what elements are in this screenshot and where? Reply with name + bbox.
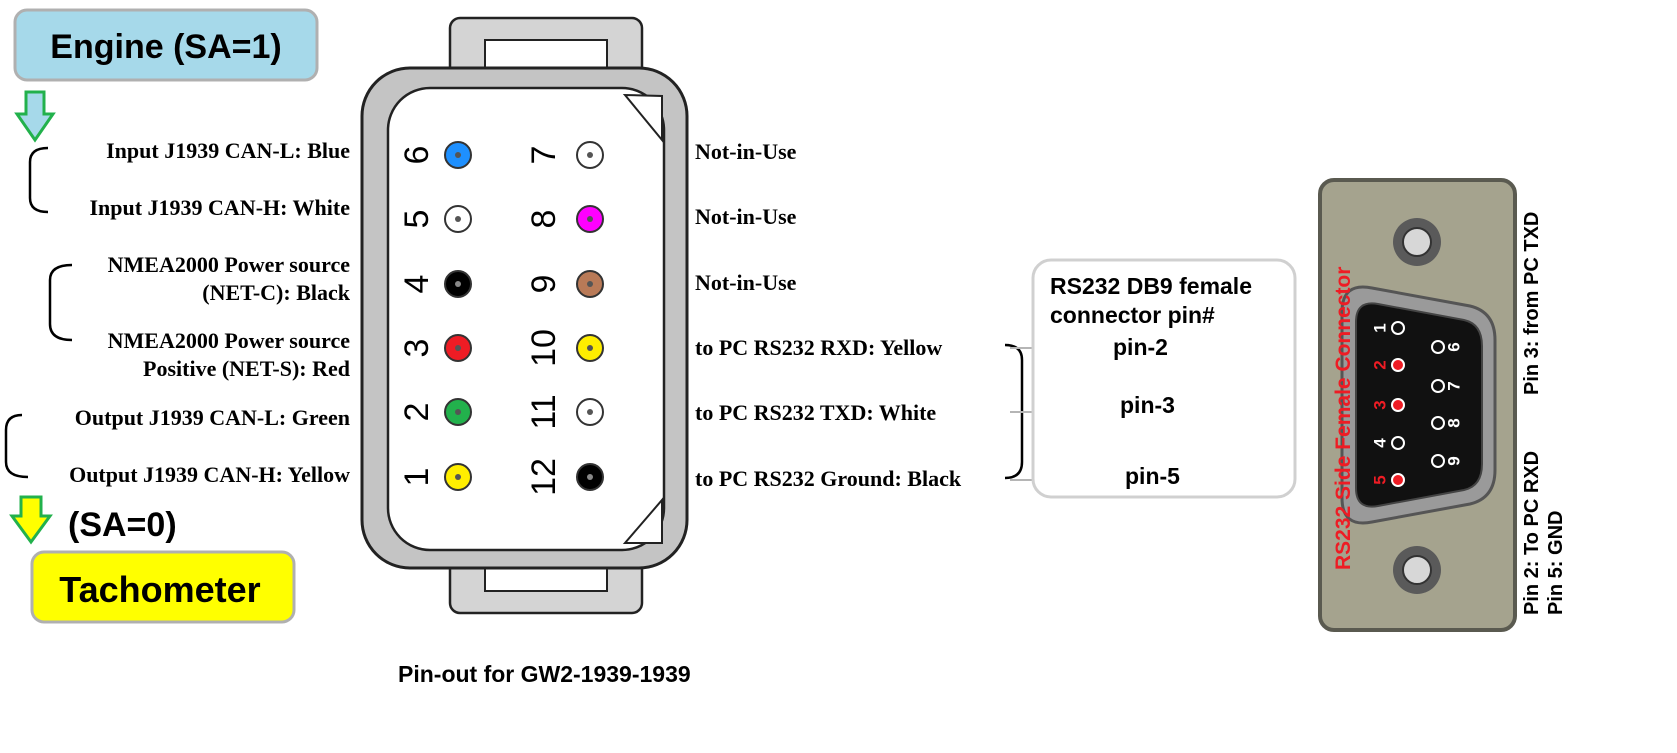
db9-title-line2: connector pin# (1050, 302, 1215, 328)
pin-number-8: 8 (525, 210, 563, 229)
pin-number-5: 5 (398, 210, 436, 229)
pin2-note: Pin 2: To PC RXD (1521, 451, 1543, 615)
pin-center-10 (587, 345, 593, 351)
pin-center-5 (455, 216, 461, 222)
pin-number-2: 2 (398, 403, 436, 422)
label-pin12: to PC RS232 Ground: Black (695, 466, 962, 491)
db9-pin-9 (1431, 454, 1445, 468)
label-pin2: Output J1939 CAN-L: Green (75, 405, 350, 430)
db9-pin-1 (1391, 321, 1405, 335)
pin-center-12 (587, 474, 593, 480)
pin5-note: Pin 5: GND (1545, 511, 1567, 615)
label-pin9: Not-in-Use (695, 270, 797, 295)
tachometer-label: Tachometer (59, 569, 260, 610)
pin-center-9 (587, 281, 593, 287)
main-connector (360, 16, 689, 615)
pin-number-7: 7 (525, 146, 563, 165)
label-pin8: Not-in-Use (695, 204, 797, 229)
pin-center-8 (587, 216, 593, 222)
label-pin3-line1: NMEA2000 Power source (108, 328, 351, 353)
db9-pin-2 (1391, 358, 1405, 372)
db9-connector (1318, 178, 1517, 632)
pin-center-3 (455, 345, 461, 351)
db9-pin-number-7: 7 (1444, 381, 1463, 390)
db9-pin-number-9: 9 (1444, 456, 1463, 465)
db9-pin-number-4: 4 (1370, 438, 1389, 448)
pin-number-11: 11 (525, 394, 563, 429)
db9-pin-4 (1391, 436, 1405, 450)
pin-center-7 (587, 152, 593, 158)
db9-pin-box: RS232 DB9 female connector pin# pin-2 pi… (1031, 258, 1297, 499)
db9-pin-7 (1431, 379, 1445, 393)
pin-number-12: 12 (525, 458, 563, 496)
db9-pin5: pin-5 (1125, 463, 1180, 489)
db9-pin-number-6: 6 (1444, 342, 1463, 351)
engine-box: Engine (SA=1) (13, 8, 319, 82)
pin-number-9: 9 (525, 275, 563, 294)
db9-pin2: pin-2 (1113, 334, 1168, 360)
engine-label: Engine (SA=1) (50, 28, 281, 66)
label-pin7: Not-in-Use (695, 139, 797, 164)
pin-number-6: 6 (398, 146, 436, 165)
down-arrow-bottom-icon (9, 495, 53, 545)
label-pin11: to PC RS232 TXD: White (695, 400, 936, 425)
label-pin4-line2: (NET-C): Black (202, 280, 350, 305)
pin-center-1 (455, 474, 461, 480)
pin-center-11 (587, 409, 593, 415)
db9-pin-8 (1431, 416, 1445, 430)
down-arrow-icon (14, 90, 56, 143)
pin-number-1: 1 (398, 468, 436, 487)
label-pin1: Output J1939 CAN-H: Yellow (69, 462, 350, 487)
db9-title-line1: RS232 DB9 female (1050, 273, 1252, 299)
db9-pin-3 (1391, 398, 1405, 412)
left-brackets (4, 146, 73, 479)
pin-center-4 (455, 281, 461, 287)
db9-pin3: pin-3 (1120, 392, 1175, 418)
page-title: Pin-out for GW2-1939-1939 (398, 661, 691, 687)
db9-pin-number-3: 3 (1370, 400, 1389, 409)
label-pin5: Input J1939 CAN-H: White (89, 195, 350, 220)
pin-center-2 (455, 409, 461, 415)
db9-pin-number-1: 1 (1370, 323, 1389, 332)
sa0-label: (SA=0) (68, 506, 177, 544)
pin-number-10: 10 (525, 329, 563, 367)
label-pin10: to PC RS232 RXD: Yellow (695, 335, 942, 360)
db9-pin-number-5: 5 (1370, 475, 1389, 484)
pin-number-3: 3 (398, 339, 436, 358)
label-pin4-line1: NMEA2000 Power source (108, 252, 351, 277)
pin3-note: Pin 3: from PC TXD (1521, 212, 1543, 395)
db9-pin-number-2: 2 (1370, 360, 1389, 369)
pin-number-4: 4 (398, 275, 436, 294)
pin-center-6 (455, 152, 461, 158)
db9-pin-number-8: 8 (1444, 418, 1463, 427)
db9-side-label: RS232 Side Female Connector (1332, 267, 1355, 570)
label-pin3-line2: Positive (NET-S): Red (143, 356, 350, 381)
db9-pin-5 (1391, 473, 1405, 487)
label-pin6: Input J1939 CAN-L: Blue (106, 138, 350, 163)
tachometer-box: Tachometer (30, 550, 296, 624)
db9-pin-6 (1431, 340, 1445, 354)
